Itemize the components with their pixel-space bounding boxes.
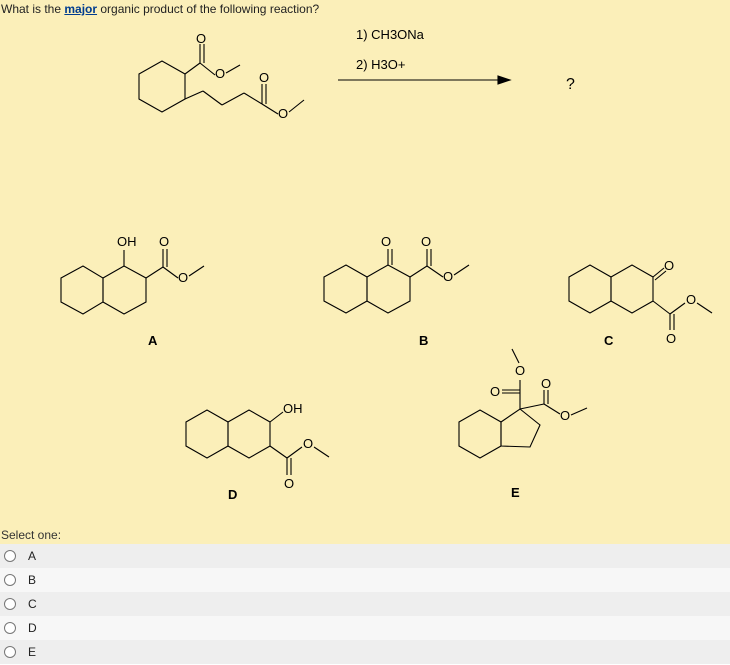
svg-text:1) CH3ONa: 1) CH3ONa	[356, 27, 425, 42]
svg-text:O: O	[541, 376, 551, 391]
unknown-product: ?	[566, 76, 575, 93]
svg-text:O: O	[159, 234, 169, 249]
reaction-conditions: 1) CH3ONa 2) H3O+ ?	[338, 27, 575, 93]
radio-d[interactable]	[4, 622, 16, 634]
radio-b[interactable]	[4, 574, 16, 586]
svg-text:O: O	[664, 258, 674, 273]
reaction-scheme: O O O O 1) CH3ONa 2) H3O+ ?	[60, 27, 713, 502]
choice-b-structure: O O O B	[323, 234, 470, 348]
option-a[interactable]: A	[0, 544, 730, 568]
svg-text:D: D	[228, 487, 237, 502]
question-text: What is the major organic product of the…	[1, 2, 320, 16]
svg-text:OH: OH	[283, 401, 303, 416]
select-one-label: Select one:	[1, 528, 62, 542]
radio-c[interactable]	[4, 598, 16, 610]
svg-text:O: O	[215, 66, 225, 81]
choice-c-structure: O O O C	[568, 258, 713, 348]
svg-text:O: O	[490, 384, 500, 399]
option-d[interactable]: D	[0, 616, 730, 640]
svg-text:O: O	[278, 106, 288, 121]
svg-text:O: O	[443, 269, 453, 284]
svg-text:O: O	[284, 476, 294, 491]
svg-text:O: O	[421, 234, 431, 249]
svg-text:B: B	[419, 333, 428, 348]
emphasis-text: major	[64, 2, 98, 16]
option-c[interactable]: C	[0, 592, 730, 616]
option-c-label: C	[28, 597, 37, 611]
starting-material: O O O O	[138, 31, 305, 121]
svg-text:O: O	[686, 292, 696, 307]
option-a-label: A	[28, 549, 37, 563]
svg-text:OH: OH	[117, 234, 137, 249]
svg-text:C: C	[604, 333, 614, 348]
svg-text:O: O	[303, 436, 313, 451]
svg-text:A: A	[148, 333, 158, 348]
option-d-label: D	[28, 621, 37, 635]
svg-text:O: O	[381, 234, 391, 249]
svg-text:2) H3O+: 2) H3O+	[356, 57, 406, 72]
svg-text:O: O	[259, 70, 269, 85]
option-e[interactable]: E	[0, 640, 730, 664]
svg-text:E: E	[511, 485, 520, 500]
svg-text:O: O	[196, 31, 206, 46]
option-b-label: B	[28, 573, 37, 587]
question-panel: What is the major organic product of the…	[0, 0, 730, 544]
svg-text:O: O	[560, 408, 570, 423]
radio-e[interactable]	[4, 646, 16, 658]
choice-a-structure: OH O O A	[60, 234, 205, 348]
choice-d-structure: OH O O D	[185, 401, 330, 502]
svg-text:O: O	[178, 270, 188, 285]
svg-text:O: O	[666, 331, 676, 346]
choice-e-structure: O O O O E	[458, 348, 588, 500]
option-e-label: E	[28, 645, 37, 659]
svg-text:O: O	[515, 363, 525, 378]
answer-section: Select one: A B C D E	[0, 528, 730, 664]
option-b[interactable]: B	[0, 568, 730, 592]
radio-a[interactable]	[4, 550, 16, 562]
